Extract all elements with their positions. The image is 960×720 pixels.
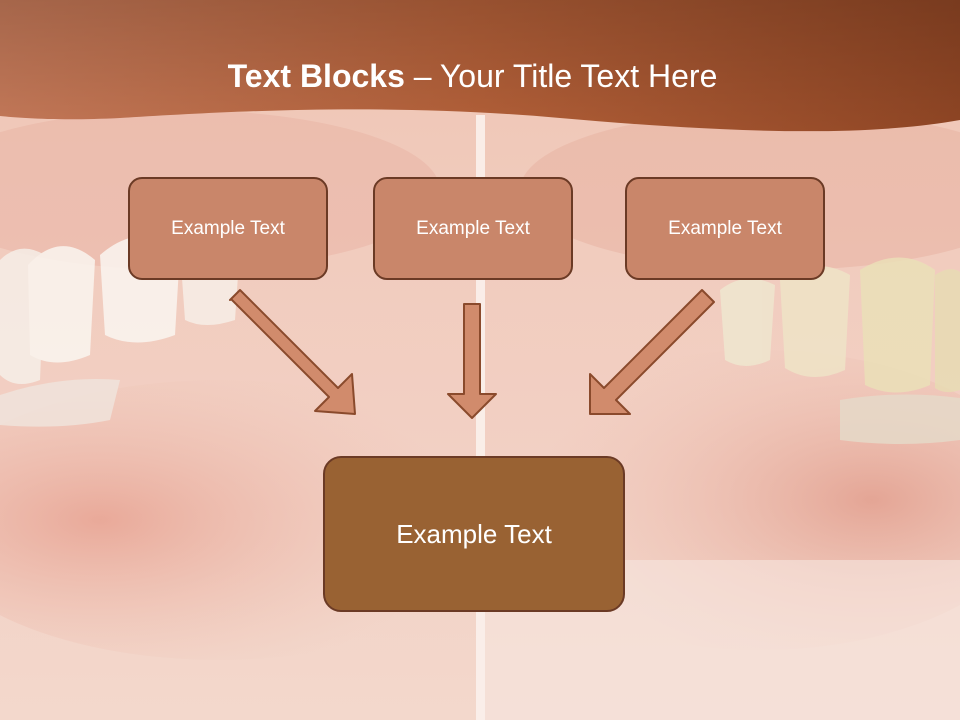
arrow-left-down-right [229, 289, 356, 415]
result-block[interactable]: Example Text [323, 456, 625, 612]
text-block-3-label: Example Text [668, 217, 782, 239]
arrow-center-down [447, 303, 497, 419]
teeth-right [720, 257, 960, 444]
title-rest: – Your Title Text Here [413, 58, 718, 94]
title-bold: Text Blocks [227, 58, 405, 94]
text-block-3[interactable]: Example Text [625, 177, 825, 280]
text-block-2[interactable]: Example Text [373, 177, 573, 280]
slide-title: Text Blocks – Your Title Text Here [0, 52, 945, 100]
photo-divider [476, 115, 485, 720]
text-block-2-label: Example Text [416, 217, 530, 239]
result-block-label: Example Text [396, 518, 552, 549]
text-block-1-label: Example Text [171, 217, 285, 239]
text-block-1[interactable]: Example Text [128, 177, 328, 280]
arrow-right-down-left [589, 289, 715, 415]
